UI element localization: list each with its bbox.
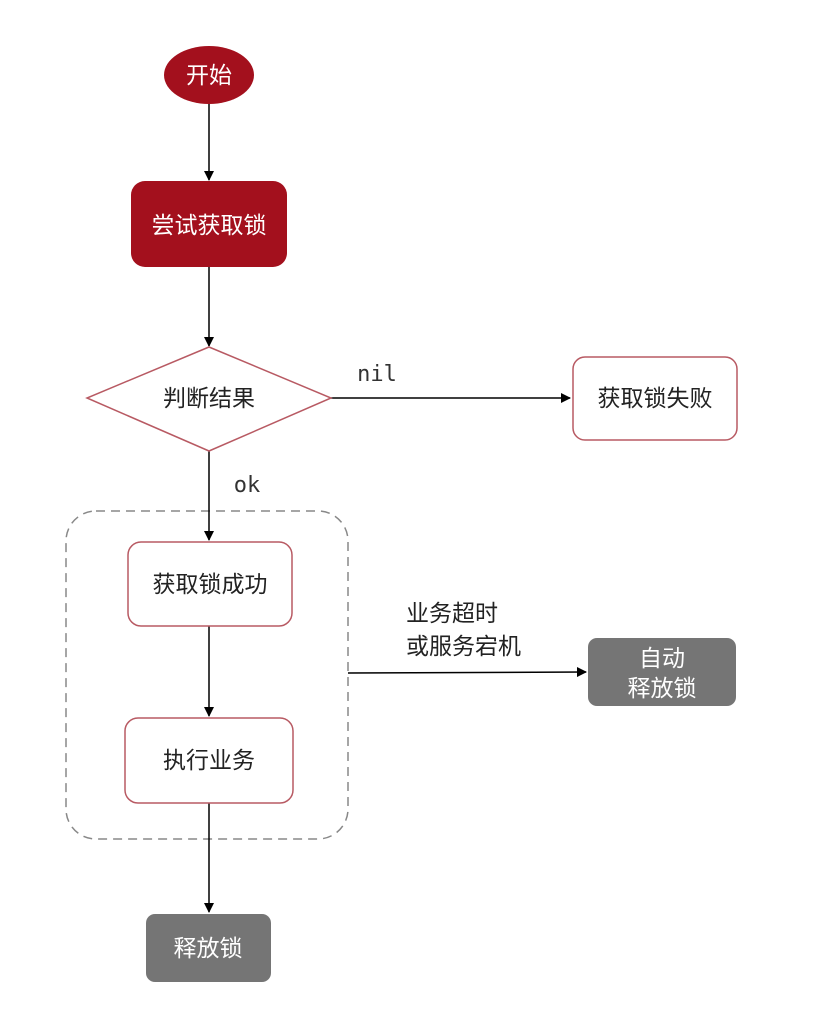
timeout-label-line1: 业务超时 (406, 601, 498, 627)
try-lock-node (131, 181, 287, 267)
start-label: 开始 (186, 63, 232, 89)
ok-edge-label: ok (234, 473, 261, 498)
start-node (164, 46, 254, 104)
lock-success-node (127, 541, 293, 627)
release-lock-node (146, 914, 271, 982)
judge-label: 判断结果 (163, 386, 255, 412)
execute-business-node (124, 717, 294, 804)
judge-decision-node (85, 346, 333, 452)
auto-release-label-line1: 自动 (639, 646, 685, 672)
edge-group-to-auto-release (347, 667, 587, 678)
auto-release-node (588, 638, 736, 706)
release-lock-label: 释放锁 (174, 936, 243, 962)
dashed-group-box (65, 510, 349, 840)
timeout-label-line2: 或服务宕机 (406, 634, 521, 660)
nil-edge-label: nil (357, 362, 397, 387)
execute-business-label: 执行业务 (163, 748, 255, 774)
lock-success-label: 获取锁成功 (153, 572, 268, 598)
try-lock-label: 尝试获取锁 (152, 213, 267, 239)
auto-release-label-line2: 释放锁 (628, 676, 697, 702)
lock-fail-node (572, 356, 738, 441)
lock-fail-label: 获取锁失败 (598, 386, 713, 412)
